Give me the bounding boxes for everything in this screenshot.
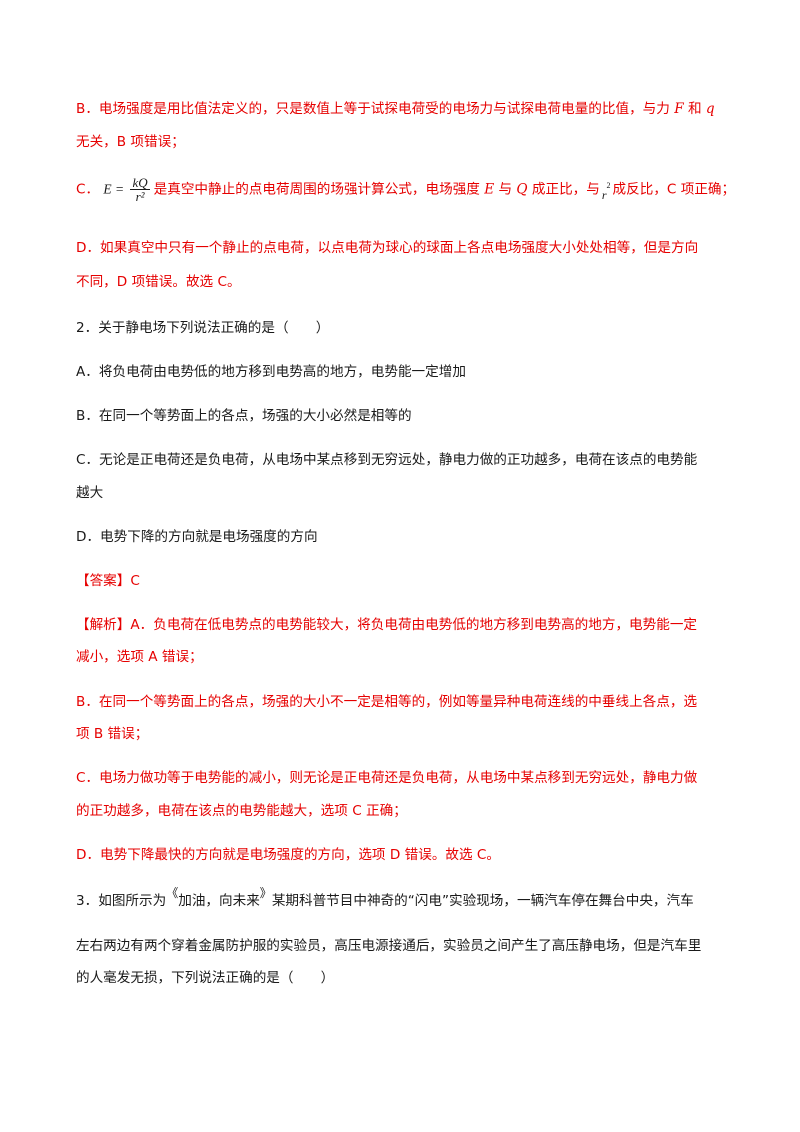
coulomb-formula-fraction: kQ r² (130, 175, 150, 204)
question-2-explanation-c-line1: C．电场力做功等于电势能的减小，则无论是正电荷还是负电荷，从电场中某点移到无穷远… (76, 770, 698, 786)
question-2-explanation-a-line1: 【解析】A．负电荷在低电势点的电势能较大，将负电荷由电势低的地方移到电势高的地方… (76, 617, 698, 633)
question-3-stem-line1: 3．如图所示为《加油，向未来》某期科普节目中神奇的“闪电”实验现场，一辆汽车停在… (76, 886, 694, 909)
r-squared: r2 (601, 180, 611, 202)
explanation-b-line2: 无关，B 项错误； (76, 134, 185, 150)
question-2-explanation-d: D．电势下降最快的方向就是电场强度的方向，选项 D 错误。故选 C。 (76, 847, 501, 863)
question-2-option-a: A．将负电荷由电势低的地方移到电势高的地方，电势能一定增加 (76, 364, 466, 380)
formula-lhs: E = (103, 181, 125, 197)
question-2-stem: 2．关于静电场下列说法正确的是（ ） (76, 320, 330, 336)
explanation-b-line1: B．电场强度是用比值法定义的，只是数值上等于试探电荷受的电场力与试探电荷电量的比… (76, 101, 715, 117)
question-2-option-d: D．电势下降的方向就是电场强度的方向 (76, 529, 318, 545)
question-2-explanation-a-line2: 减小，选项 A 错误； (76, 649, 203, 665)
explanation-d-line1: D．如果真空中只有一个静止的点电荷，以点电荷为球心的球面上各点电场强度大小处处相… (76, 240, 699, 256)
question-2-option-b: B．在同一个等势面上的各点，场强的大小必然是相等的 (76, 408, 412, 424)
question-2-explanation-b-line2: 项 B 错误； (76, 726, 149, 742)
explanation-d-line2: 不同，D 项错误。故选 C。 (76, 274, 241, 290)
explanation-c-line: C． E = kQ r² 是真空中静止的点电荷周围的场强计算公式，电场强度 E … (76, 175, 736, 204)
question-3-stem-line3: 的人毫发无损，下列说法正确的是（ ） (76, 970, 335, 986)
question-2-option-c-line1: C．无论是正电荷还是负电荷，从电场中某点移到无穷远处，静电力做的正功越多，电荷在… (76, 452, 698, 468)
question-3-stem-line2: 左右两边有两个穿着金属防护服的实验员，高压电源接通后，实验员之间产生了高压静电场… (76, 938, 702, 954)
question-2-answer: 【答案】C (76, 573, 140, 589)
question-2-explanation-b-line1: B．在同一个等势面上的各点，场强的大小不一定是相等的，例如等量异种电荷连线的中垂… (76, 694, 698, 710)
question-2-option-c-line2: 越大 (76, 485, 104, 501)
question-2-explanation-c-line2: 的正功越多，电荷在该点的电势能越大，选项 C 正确； (76, 803, 407, 819)
